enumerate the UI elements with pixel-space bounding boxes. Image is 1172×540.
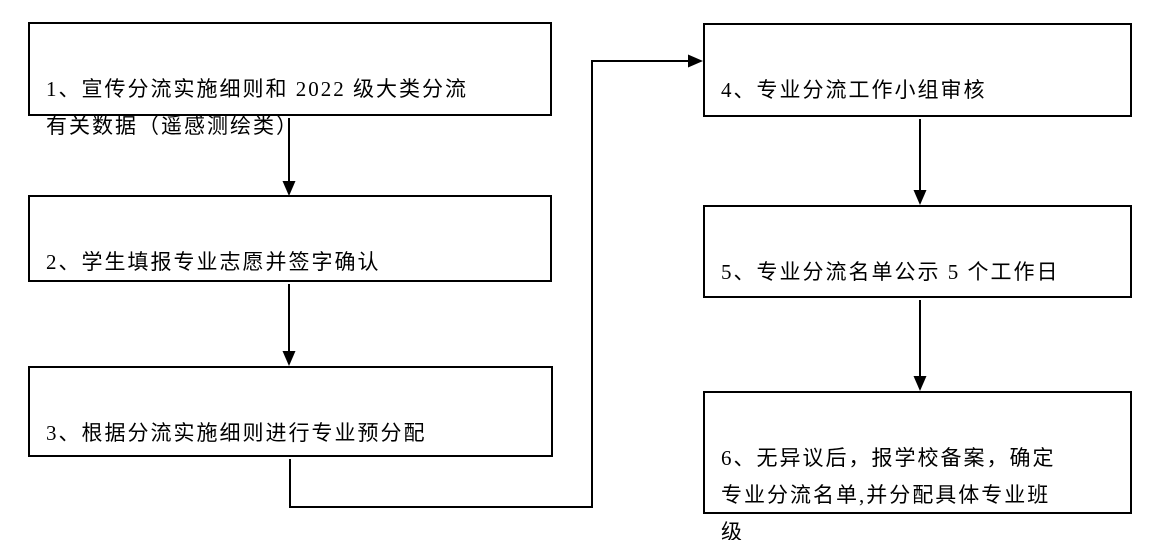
flow-step-6-box: 6、无异议后，报学校备案，确定 专业分流名单,并分配具体专业班 级: [703, 391, 1132, 540]
flow-step-4-box: 4、专业分流工作小组审核: [703, 23, 1132, 117]
flow-step-3-box: 3、根据分流实施细则进行专业预分配: [28, 366, 553, 457]
flow-step-1-box: 1、宣传分流实施细则和 2022 级大类分流 有关数据（遥感测绘类）: [28, 22, 552, 138]
flow-step-5-box: 5、专业分流名单公示 5 个工作日: [703, 205, 1132, 298]
flow-step-6-label: 6、无异议后，报学校备案，确定 专业分流名单,并分配具体专业班 级: [721, 446, 1056, 540]
flow-step-2-box: 2、学生填报专业志愿并签字确认: [28, 195, 552, 282]
connector-step3-to-step4: [289, 54, 703, 508]
arrow-step1-to-step2: [282, 118, 296, 196]
flow-step-1-label: 1、宣传分流实施细则和 2022 级大类分流 有关数据（遥感测绘类）: [46, 77, 468, 138]
arrow-step5-to-step6: [913, 300, 927, 391]
flow-step-4-label: 4、专业分流工作小组审核: [721, 78, 987, 102]
flow-step-2-label: 2、学生填报专业志愿并签字确认: [46, 250, 381, 274]
arrow-step2-to-step3: [282, 284, 296, 366]
flow-step-3-label: 3、根据分流实施细则进行专业预分配: [46, 421, 427, 445]
flow-step-5-label: 5、专业分流名单公示 5 个工作日: [721, 260, 1060, 284]
arrow-step4-to-step5: [913, 119, 927, 205]
